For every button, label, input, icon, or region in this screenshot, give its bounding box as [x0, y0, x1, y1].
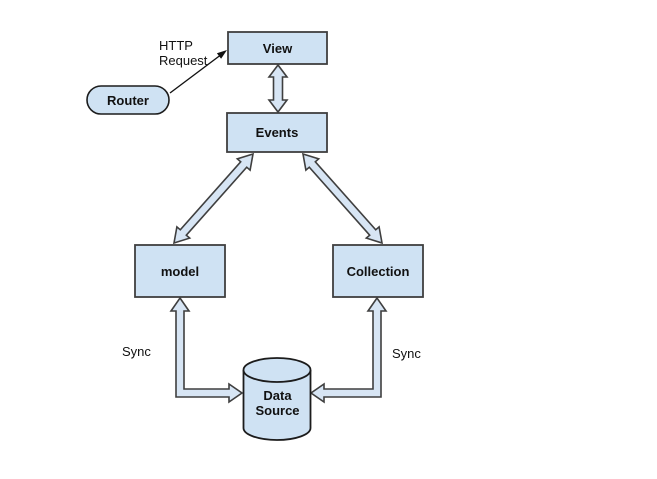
view-node-shape: [227, 31, 328, 65]
model-datasource-sync-arrow: [169, 296, 244, 404]
router-to-view-arrow-line: [169, 54, 221, 94]
router-node-label: Router: [107, 92, 149, 108]
collection-datasource-sync-arrow: [309, 296, 388, 404]
events-node-label: Events: [255, 125, 299, 140]
sync-right-edge-label: Sync: [392, 346, 421, 361]
sync-left-edge-label: Sync: [122, 344, 151, 359]
events-collection-double-arrow: [301, 152, 384, 245]
router-node-shape: [86, 85, 170, 115]
http-request-edge-label: HTTP Request: [159, 38, 208, 68]
router-to-view-arrowhead-icon: [216, 50, 227, 59]
datasource-node-label: Data Source: [255, 388, 300, 418]
view-events-double-arrow: [267, 63, 289, 114]
events-node-shape: [226, 112, 328, 153]
model-node-label: model: [160, 263, 200, 279]
collection-node-shape: [332, 244, 424, 298]
collection-node-label: Collection: [346, 263, 410, 279]
events-model-double-arrow: [172, 152, 255, 245]
view-node-label: View: [262, 40, 293, 56]
datasource-cylinder-top: [242, 357, 312, 383]
datasource-cylinder-body: [242, 370, 312, 441]
model-node-shape: [134, 244, 226, 298]
